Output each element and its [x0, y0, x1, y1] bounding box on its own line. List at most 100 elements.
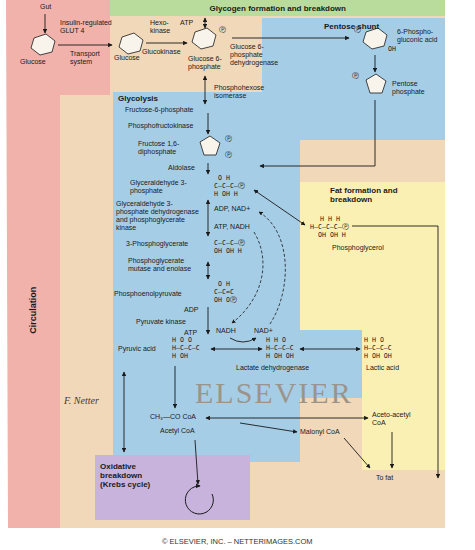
reaction-arrow	[45, 14, 46, 33]
region-heading: Pentose shunt	[324, 22, 379, 31]
chemical-formula: OH OH H	[318, 232, 346, 240]
chemical-formula: H H O	[266, 337, 286, 345]
reaction-arrow	[124, 372, 125, 452]
region-fill	[300, 182, 445, 470]
molecule-ring	[31, 28, 387, 155]
region-heading: Circulation	[28, 287, 38, 334]
enzyme-label: Phosphohexose isomerase	[214, 84, 272, 100]
chemical-formula: C—C=C	[214, 289, 234, 297]
reaction-arrow	[205, 76, 206, 104]
metabolite-label: Acetyl CoA	[160, 427, 195, 435]
metabolite-label: 6-Phospho-gluconic acid	[397, 28, 443, 44]
reaction-arrow	[352, 226, 438, 478]
cofactor-label: ATP	[180, 19, 193, 27]
krebs-cycle-ring	[185, 486, 213, 514]
chemical-formula: H OH	[172, 353, 188, 361]
chemical-formula: H OH OH	[364, 353, 392, 361]
copyright-caption: © ELSEVIER, INC. – NETTERIMAGES.COM	[162, 537, 313, 546]
molecule-ring	[366, 74, 386, 93]
cofactor-label: ADP, NAD+	[214, 205, 250, 213]
molecule-ring	[31, 34, 55, 55]
molecule-ring	[200, 136, 220, 155]
phosphate-symbol: Ⓟ	[225, 151, 232, 159]
metabolite-label: To fat	[376, 474, 393, 482]
metabolite-label: Glucose 6-phosphate	[188, 55, 230, 71]
phosphate-symbol: Ⓟ	[354, 26, 361, 34]
region-fill	[6, 0, 445, 528]
metabolite-label: Glucose	[114, 54, 140, 62]
enzyme-label: Phosphoglycerate mutase and enolase	[128, 257, 204, 273]
chemical-formula: H—C—C—C	[172, 345, 200, 353]
region-heading: Oxidative breakdown (Krebs cycle)	[100, 462, 162, 490]
enzyme-label: Aldolase	[168, 164, 195, 172]
glycogen-band: Glycogen formation and breakdown	[110, 0, 445, 16]
cofactor-label: ADP	[184, 306, 198, 314]
molecule-ring	[192, 28, 216, 49]
reaction-arrow	[344, 438, 370, 468]
reaction-arrow	[45, 14, 438, 484]
reaction-arrow	[208, 163, 209, 174]
region-heading: Fat formation and breakdown	[330, 186, 420, 204]
metabolite-label: Fructose-6-phosphate	[125, 106, 193, 114]
reaction-arrow	[375, 55, 376, 72]
molecule-ring	[363, 28, 387, 49]
reaction-arrow	[175, 366, 176, 408]
chemical-formula: C—C—C—Ⓟ	[214, 183, 245, 191]
reaction-arrow	[146, 43, 187, 44]
metabolite-label: Phosphoglycerol	[332, 244, 384, 252]
chemical-formula: H O O	[172, 337, 192, 345]
chemical-formula: H H H	[320, 216, 340, 224]
chemical-formula: C—C—C—Ⓟ	[214, 240, 245, 248]
region-fill	[60, 0, 445, 528]
reaction-arrow	[208, 307, 209, 334]
metabolite-label: Phosphoenolpyruvate	[114, 290, 182, 298]
reaction-arrow	[208, 200, 209, 236]
phosphate-symbol: Ⓟ	[219, 26, 226, 34]
molecule-ring	[119, 33, 143, 54]
reaction-arrow	[208, 262, 209, 279]
chemical-formula: H—C—C—C—Ⓟ	[310, 224, 349, 232]
krebs-cycle-ring	[185, 486, 213, 514]
enzyme-label: Glucokinase	[142, 48, 181, 56]
region-heading: Glycolysis	[118, 94, 158, 103]
reaction-arrow	[206, 418, 368, 419]
phosphate-symbol: Ⓟ	[352, 72, 359, 80]
enzyme-label: Glyceraldehyde 3-phosphate dehydrogenase…	[116, 200, 204, 232]
reaction-arrow	[58, 45, 112, 46]
circulation-band: Circulation	[8, 100, 58, 520]
reaction-arrow	[195, 440, 198, 484]
watermark: ELSEVIER	[195, 376, 353, 409]
enzyme-label: Lactate dehydrogenase	[236, 364, 309, 372]
enzyme-label: Phosphofructokinase	[128, 122, 193, 130]
chemical-formula: O H	[218, 281, 230, 289]
chemical-formula: O H	[218, 175, 230, 183]
enzyme-label: Pyruvate kinase	[136, 318, 186, 326]
cofactor-label: NADH	[216, 327, 236, 335]
metabolite-label: Glucose	[20, 58, 46, 66]
region-fill	[95, 455, 250, 520]
reaction-arrow	[211, 349, 262, 350]
metabolite-label: Malonyl CoA	[300, 428, 340, 436]
metabolite-label: Glyceraldehyde 3-phosphate	[130, 179, 194, 195]
metabolite-label: Pyruvic acid	[118, 345, 164, 353]
reaction-arrow	[232, 38, 349, 39]
cofactor-label: NAD+	[254, 327, 273, 335]
enzyme-label: Glucose 6-phosphate dehydrogenase	[230, 43, 280, 67]
reaction-arrow	[240, 423, 297, 432]
metabolite-label: Pentose phosphate	[392, 80, 438, 96]
enzyme-label: Transport system	[70, 50, 112, 66]
organ-label: Gut	[40, 3, 51, 11]
chemical-formula: H—C—C—C	[364, 345, 392, 353]
metabolite-label: Lactic acid	[366, 364, 399, 372]
phosphate-symbol: Ⓟ	[225, 135, 232, 143]
cofactor-label: ATP	[184, 329, 197, 337]
cofactor-label: ATP, NADH	[214, 223, 250, 231]
metabolite-label: Fructose 1,6-diphosphate	[138, 140, 194, 156]
chemical-formula: H OH OH	[266, 353, 294, 361]
reaction-arrow	[260, 100, 375, 166]
reaction-arrow	[300, 349, 360, 350]
metabolite-label: CH₃—CO CoA	[150, 413, 196, 421]
fat-region: Fat formation and breakdown	[300, 182, 445, 330]
chemical-formula: OH	[388, 46, 396, 54]
region-heading: Glycogen formation and breakdown	[210, 4, 346, 13]
